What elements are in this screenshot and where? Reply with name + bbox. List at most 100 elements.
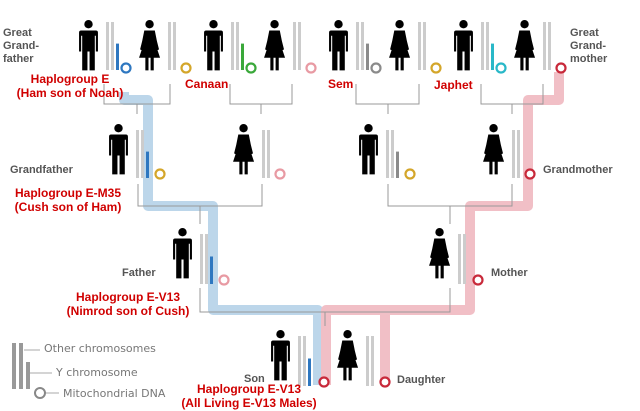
other-chromosome-bar bbox=[106, 22, 109, 70]
female-head bbox=[395, 20, 404, 29]
female-body bbox=[514, 30, 536, 71]
male-body bbox=[359, 134, 378, 175]
female-body bbox=[429, 238, 451, 279]
other-chromosome-bar bbox=[173, 22, 176, 70]
female-head bbox=[145, 20, 154, 29]
grandfather-mtdna-icon bbox=[154, 168, 166, 180]
male-head bbox=[209, 20, 218, 29]
great-grandmother-chromosomes-icon bbox=[293, 22, 301, 70]
male-head bbox=[364, 124, 373, 133]
great-grandfather-figure-icon bbox=[454, 20, 473, 71]
japhet-label: Japhet bbox=[434, 78, 473, 92]
female-body bbox=[139, 30, 161, 71]
male-body bbox=[454, 30, 473, 71]
male-head bbox=[178, 228, 187, 237]
y-chromosome-bar bbox=[146, 151, 149, 178]
great-grandmother-label: Great Grand- mother bbox=[570, 27, 608, 65]
mother-chromosomes-icon bbox=[458, 234, 466, 284]
male-body bbox=[271, 340, 290, 381]
female-head bbox=[520, 20, 529, 29]
son-figure-icon bbox=[271, 330, 290, 381]
daughter-figure-icon bbox=[337, 330, 359, 381]
male-body bbox=[329, 30, 348, 71]
grandfather-maternal-mtdna-icon bbox=[404, 168, 416, 180]
other-chromosome-bar bbox=[141, 130, 144, 178]
great-grandmother-chromosomes-icon bbox=[543, 22, 551, 70]
other-chromosome-bar bbox=[111, 22, 114, 70]
grandfather-maternal-figure-icon bbox=[359, 124, 378, 175]
sem-label: Sem bbox=[328, 77, 354, 91]
male-body bbox=[109, 134, 128, 175]
other-chromosome-bar bbox=[136, 130, 139, 178]
grandfather-figure-icon bbox=[109, 124, 128, 175]
grandfather-chromosomes-icon bbox=[136, 130, 149, 178]
other-chromosome-bar bbox=[231, 22, 234, 70]
great-grandfather-mtdna-icon bbox=[370, 62, 382, 74]
father-label: Father bbox=[122, 267, 156, 279]
great-grandmother-mtdna-icon bbox=[180, 62, 192, 74]
grandfather-label: Grandfather bbox=[10, 164, 73, 176]
other-chromosome-bar bbox=[486, 22, 489, 70]
maternal-line-path-daughter bbox=[326, 305, 390, 385]
female-head bbox=[489, 124, 498, 133]
grandmother-mtdna-icon bbox=[524, 168, 536, 180]
female-body bbox=[233, 134, 255, 175]
grandmother-paternal-figure-icon bbox=[233, 124, 255, 175]
other-chromosome-bar bbox=[386, 130, 389, 178]
son-mtdna-icon bbox=[318, 376, 330, 388]
male-head bbox=[459, 20, 468, 29]
y-chromosome-bar bbox=[308, 358, 311, 386]
other-chromosome-bar bbox=[205, 234, 208, 284]
y-chromosome-bar bbox=[366, 43, 369, 70]
other-chromosome-bar bbox=[548, 22, 551, 70]
great-grandmother-figure-icon bbox=[514, 20, 536, 71]
mother-label: Mother bbox=[491, 267, 528, 279]
other-chromosome-bar bbox=[418, 22, 421, 70]
grandmother-figure-icon bbox=[483, 124, 505, 175]
son-label: Son bbox=[244, 373, 265, 385]
great-grandfather-figure-icon bbox=[79, 20, 98, 71]
female-body bbox=[389, 30, 411, 71]
great-grandmother-figure-icon bbox=[389, 20, 411, 71]
other-chromosome-bar bbox=[481, 22, 484, 70]
legend-mtdna-ring-icon bbox=[34, 387, 46, 399]
great-grandmother-mtdna-icon bbox=[430, 62, 442, 74]
male-body bbox=[79, 30, 98, 71]
legend-mitochondrial-dna-label: Mitochondrial DNA bbox=[63, 387, 166, 400]
male-head bbox=[84, 20, 93, 29]
other-chromosome-bar bbox=[303, 336, 306, 386]
other-chromosome-bar bbox=[371, 336, 374, 386]
great-grandfather-label: Great Grand- father bbox=[3, 27, 40, 65]
great-grandfather-mtdna-icon bbox=[245, 62, 257, 74]
female-body bbox=[264, 30, 286, 71]
y-chromosome-bar bbox=[491, 43, 494, 70]
grandmother-paternal-chromosomes-icon bbox=[262, 130, 270, 178]
other-chromosome-bar bbox=[423, 22, 426, 70]
great-grandfather-chromosomes-icon bbox=[231, 22, 244, 70]
great-grandfather-figure-icon bbox=[329, 20, 348, 71]
other-chromosome-bar bbox=[200, 234, 203, 284]
great-grandfather-mtdna-icon bbox=[495, 62, 507, 74]
male-body bbox=[173, 238, 192, 279]
grandmother-paternal-mtdna-icon bbox=[274, 168, 286, 180]
great-grandmother-mtdna-icon bbox=[305, 62, 317, 74]
maternal-line-path-son bbox=[321, 72, 564, 385]
y-chromosome-bar bbox=[210, 256, 213, 284]
other-chromosome-bar bbox=[361, 22, 364, 70]
haplogroup-e-m35-label: Haplogroup E-M35 (Cush son of Ham) bbox=[14, 186, 122, 214]
other-chromosome-bar bbox=[356, 22, 359, 70]
mother-figure-icon bbox=[429, 228, 451, 279]
daughter-mtdna-icon bbox=[379, 376, 391, 388]
grandfather-maternal-chromosomes-icon bbox=[386, 130, 399, 178]
great-grandmother-figure-icon bbox=[139, 20, 161, 71]
great-grandfather-chromosomes-icon bbox=[481, 22, 494, 70]
tree-connector-line bbox=[355, 84, 420, 105]
great-grandfather-chromosomes-icon bbox=[356, 22, 369, 70]
great-grandfather-figure-icon bbox=[204, 20, 223, 71]
female-body bbox=[337, 340, 359, 381]
great-grandmother-mtdna-icon bbox=[555, 62, 567, 74]
male-head bbox=[276, 330, 285, 339]
y-chromosome-bar bbox=[116, 43, 119, 70]
male-head bbox=[334, 20, 343, 29]
